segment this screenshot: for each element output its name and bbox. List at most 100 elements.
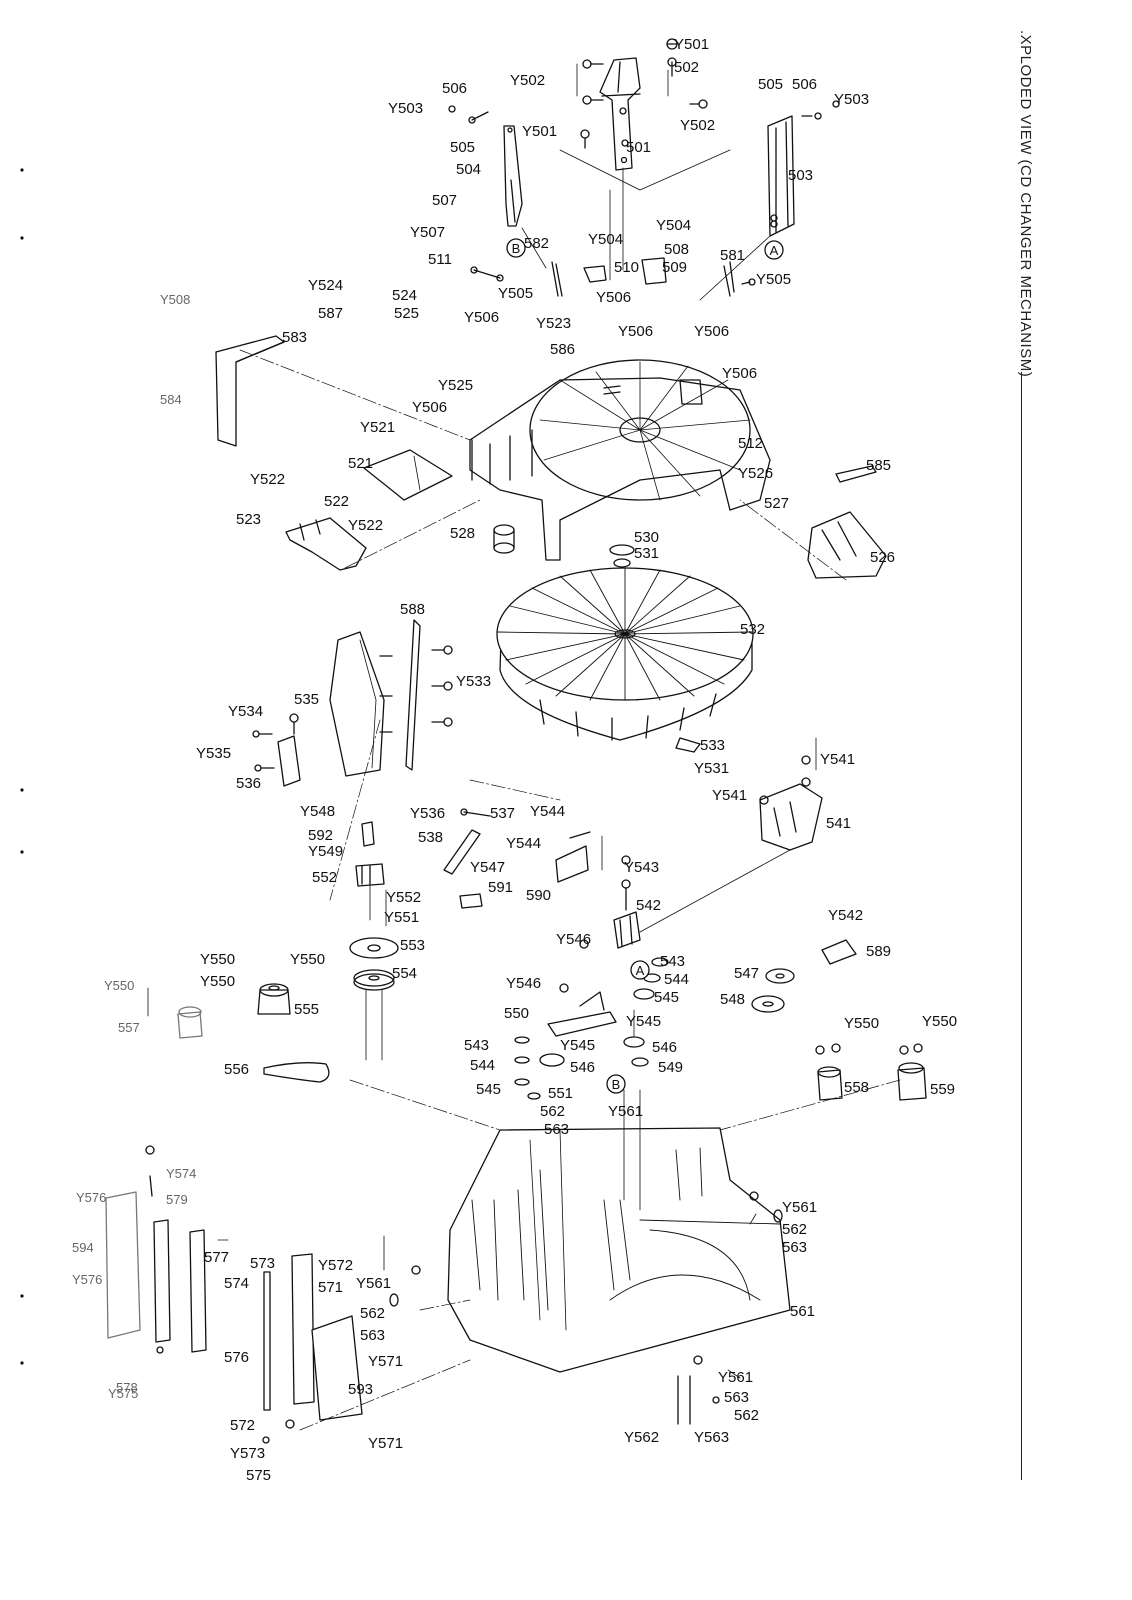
callout-y501: Y501 bbox=[674, 36, 709, 53]
callout-555: 555 bbox=[294, 1001, 319, 1018]
callout-526: 526 bbox=[870, 549, 895, 566]
callout-535: 535 bbox=[294, 691, 319, 708]
callout-582: 582 bbox=[524, 235, 549, 252]
callout-502: 502 bbox=[674, 59, 699, 76]
callout-506: 506 bbox=[442, 80, 467, 97]
callout-530: 530 bbox=[634, 529, 659, 546]
callout-y524: Y524 bbox=[308, 277, 343, 294]
callout-528: 528 bbox=[450, 525, 475, 542]
callout-563: 563 bbox=[360, 1327, 385, 1344]
callout-543: 543 bbox=[660, 953, 685, 970]
plate-584 bbox=[215, 335, 285, 447]
callout-y504: Y504 bbox=[588, 231, 623, 248]
callout-y571: Y571 bbox=[368, 1435, 403, 1452]
callout-y561: Y561 bbox=[608, 1103, 643, 1120]
slider-542 bbox=[613, 855, 641, 949]
motors-558-559 bbox=[815, 939, 927, 1101]
callout-y550: Y550 bbox=[922, 1013, 957, 1030]
callout-507: 507 bbox=[432, 192, 457, 209]
callout-559: 559 bbox=[930, 1081, 955, 1098]
callout-y541: Y541 bbox=[820, 751, 855, 768]
bracket-523 bbox=[285, 517, 367, 571]
callout-572: 572 bbox=[230, 1417, 255, 1434]
callout-524: 524 bbox=[392, 287, 417, 304]
carousel-tray-532 bbox=[496, 544, 754, 753]
callout-506: 506 bbox=[792, 76, 817, 93]
callout-521: 521 bbox=[348, 455, 373, 472]
callout-558: 558 bbox=[844, 1079, 869, 1096]
screws-lower bbox=[389, 1191, 783, 1425]
callout-556: 556 bbox=[224, 1061, 249, 1078]
reference-mark-a: A bbox=[630, 960, 650, 980]
top-screws bbox=[580, 38, 708, 149]
callout-y533: Y533 bbox=[456, 673, 491, 690]
pulley-553-554 bbox=[349, 937, 399, 1061]
callout-548: 548 bbox=[720, 991, 745, 1008]
callout-546: 546 bbox=[652, 1039, 677, 1056]
callout-522: 522 bbox=[324, 493, 349, 510]
callout-y574: Y574 bbox=[166, 1166, 196, 1181]
reference-mark-letter: B bbox=[612, 1077, 621, 1092]
callout-y545: Y545 bbox=[626, 1013, 661, 1030]
callout-503: 503 bbox=[788, 167, 813, 184]
side-title-rule bbox=[1021, 372, 1022, 1480]
callout-y541: Y541 bbox=[712, 787, 747, 804]
callout-579: 579 bbox=[166, 1192, 188, 1207]
callout-y503: Y503 bbox=[388, 100, 423, 117]
callout-587: 587 bbox=[318, 305, 343, 322]
callout-y502: Y502 bbox=[680, 117, 715, 134]
callout-553: 553 bbox=[400, 937, 425, 954]
callout-542: 542 bbox=[636, 897, 661, 914]
callout-584: 584 bbox=[160, 392, 182, 407]
callout-y561: Y561 bbox=[356, 1275, 391, 1292]
callout-y507: Y507 bbox=[410, 224, 445, 241]
callout-536: 536 bbox=[236, 775, 261, 792]
reference-mark-letter: A bbox=[770, 243, 779, 258]
callout-y506: Y506 bbox=[694, 323, 729, 340]
reference-mark-circle bbox=[606, 1074, 626, 1094]
reference-mark-a: A bbox=[764, 240, 784, 260]
callout-552: 552 bbox=[312, 869, 337, 886]
callout-y522: Y522 bbox=[250, 471, 285, 488]
callout-y506: Y506 bbox=[464, 309, 499, 326]
callout-504: 504 bbox=[456, 161, 481, 178]
rail-503 bbox=[767, 100, 840, 237]
callout-544: 544 bbox=[470, 1057, 495, 1074]
callout-y505: Y505 bbox=[756, 271, 791, 288]
callout-573: 573 bbox=[250, 1255, 275, 1272]
callout-571: 571 bbox=[318, 1279, 343, 1296]
callout-545: 545 bbox=[654, 989, 679, 1006]
callout-y544: Y544 bbox=[506, 835, 541, 852]
callout-y552: Y552 bbox=[386, 889, 421, 906]
callout-y505: Y505 bbox=[498, 285, 533, 302]
callout-y548: Y548 bbox=[300, 803, 335, 820]
callout-508: 508 bbox=[664, 241, 689, 258]
callout-581: 581 bbox=[720, 247, 745, 264]
callout-y546: Y546 bbox=[506, 975, 541, 992]
callout-505: 505 bbox=[450, 139, 475, 156]
slider-550 bbox=[547, 939, 617, 1037]
callout-y549: Y549 bbox=[308, 843, 343, 860]
arm-501 bbox=[599, 57, 641, 171]
callout-501: 501 bbox=[626, 139, 651, 156]
callout-y550: Y550 bbox=[200, 951, 235, 968]
callout-532: 532 bbox=[740, 621, 765, 638]
leader-lines bbox=[239, 349, 901, 1431]
callout-y536: Y536 bbox=[410, 805, 445, 822]
callout-y550: Y550 bbox=[844, 1015, 879, 1032]
callout-546: 546 bbox=[570, 1059, 595, 1076]
callout-575: 575 bbox=[246, 1467, 271, 1484]
callout-y504: Y504 bbox=[656, 217, 691, 234]
callout-577: 577 bbox=[204, 1249, 229, 1266]
callout-y506: Y506 bbox=[618, 323, 653, 340]
callout-554: 554 bbox=[392, 965, 417, 982]
callout-y502: Y502 bbox=[510, 72, 545, 89]
callout-y563: Y563 bbox=[694, 1429, 729, 1446]
callout-y573: Y573 bbox=[230, 1445, 265, 1462]
reference-mark-circle bbox=[506, 238, 526, 258]
roller-528 bbox=[493, 524, 515, 554]
callout-y501: Y501 bbox=[522, 123, 557, 140]
callout-y551: Y551 bbox=[384, 909, 419, 926]
